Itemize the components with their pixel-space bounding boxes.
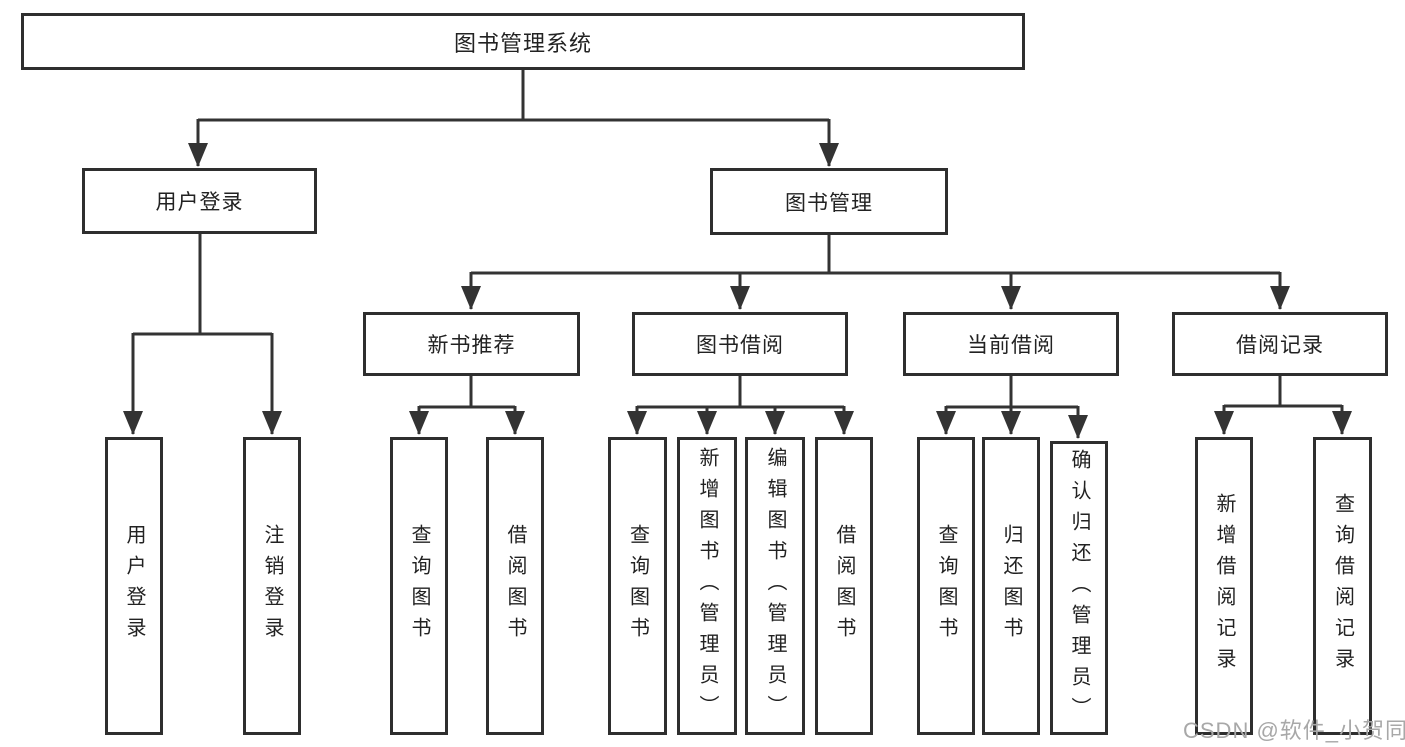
node-confirm-return-admin: 确认归还（管理员） xyxy=(1050,441,1108,735)
node-edit-books-admin: 编辑图书（管理员） xyxy=(745,437,805,735)
node-borrow-books-recommend: 借阅图书 xyxy=(486,437,544,735)
node-new-book-recommend: 新书推荐 xyxy=(363,312,580,376)
node-query-books-borrowing: 查询图书 xyxy=(608,437,667,735)
node-book-borrowing: 图书借阅 xyxy=(632,312,848,376)
csdn-watermark: CSDN @软件_小贺同学 xyxy=(1183,718,1405,743)
node-library-management-system: 图书管理系统 xyxy=(21,13,1025,70)
node-borrowing-records: 借阅记录 xyxy=(1172,312,1388,376)
node-add-borrow-record: 新增借阅记录 xyxy=(1195,437,1253,735)
node-user-login: 用户登录 xyxy=(105,437,163,735)
node-return-books: 归还图书 xyxy=(982,437,1040,735)
node-user-login-module: 用户登录 xyxy=(82,168,317,234)
node-add-books-admin: 新增图书（管理员） xyxy=(677,437,737,735)
node-borrow-books-borrowing: 借阅图书 xyxy=(815,437,873,735)
node-logout: 注销登录 xyxy=(243,437,301,735)
node-book-management-module: 图书管理 xyxy=(710,168,948,235)
node-query-books-current: 查询图书 xyxy=(917,437,975,735)
node-current-borrowing: 当前借阅 xyxy=(903,312,1119,376)
node-query-borrow-record: 查询借阅记录 xyxy=(1313,437,1372,735)
node-query-books-recommend: 查询图书 xyxy=(390,437,448,735)
